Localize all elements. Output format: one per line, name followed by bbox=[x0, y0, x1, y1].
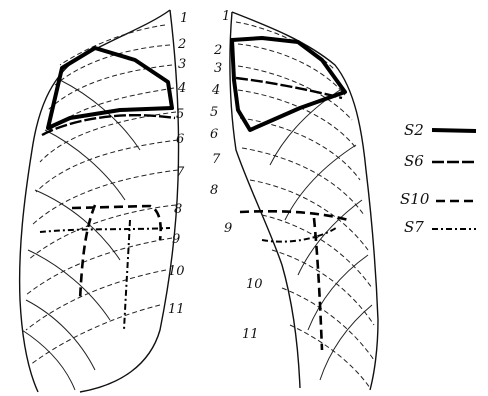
legend-item-s10: S10 bbox=[400, 190, 478, 208]
rib-number-right: 3 bbox=[214, 61, 222, 76]
rib-number-left: 3 bbox=[178, 57, 186, 72]
legend-item-s6: S6 bbox=[404, 152, 476, 170]
left-rib bbox=[32, 170, 178, 225]
legend-label-s6: S6 bbox=[404, 152, 424, 170]
rib-number-right: 8 bbox=[210, 183, 218, 198]
left-rib bbox=[40, 112, 176, 162]
right-s2-boundary bbox=[232, 38, 345, 130]
rib-number-right: 6 bbox=[210, 127, 218, 142]
left-lung: 1 2 3 4 5 6 7 8 9 10 11 bbox=[20, 10, 189, 392]
rib-number-right: 1 bbox=[222, 9, 230, 24]
right-s7-boundary bbox=[262, 228, 336, 242]
right-rib bbox=[242, 148, 364, 215]
legend: S2 S6 S10 S7 bbox=[400, 121, 478, 236]
rib-number-right: 9 bbox=[224, 221, 232, 236]
legend-swatch-s2 bbox=[432, 130, 476, 131]
legend-item-s2: S2 bbox=[404, 121, 476, 139]
rib-number-left: 8 bbox=[174, 202, 182, 217]
rib-number-right: 5 bbox=[210, 105, 218, 120]
rib-number-left: 5 bbox=[176, 107, 184, 122]
rib-number-left: 10 bbox=[168, 264, 185, 279]
rib-number-left: 11 bbox=[168, 302, 185, 317]
right-lung: 1 2 3 4 5 6 7 8 9 10 11 bbox=[210, 9, 378, 390]
right-rib bbox=[236, 22, 335, 70]
left-s10-boundary bbox=[72, 205, 161, 300]
right-s6-boundary bbox=[236, 78, 342, 98]
left-rib bbox=[26, 238, 172, 295]
left-rib bbox=[26, 300, 95, 370]
rib-number-left: 1 bbox=[180, 11, 188, 26]
legend-item-s7: S7 bbox=[404, 218, 476, 236]
legend-label-s2: S2 bbox=[404, 121, 424, 139]
legend-label-s10: S10 bbox=[400, 190, 430, 208]
right-rib bbox=[285, 145, 356, 220]
right-rib bbox=[320, 305, 372, 380]
right-lung-mediastinal-edge bbox=[230, 12, 300, 388]
left-rib bbox=[45, 130, 125, 200]
left-rib bbox=[35, 190, 120, 260]
rib-number-left: 6 bbox=[176, 132, 184, 147]
right-rib bbox=[298, 200, 362, 275]
left-rib bbox=[55, 45, 170, 85]
rib-number-left: 9 bbox=[172, 232, 180, 247]
left-lung-mediastinal-edge bbox=[80, 10, 179, 392]
rib-number-right: 2 bbox=[213, 43, 222, 58]
legend-label-s7: S7 bbox=[404, 218, 424, 236]
rib-number-left: 4 bbox=[177, 81, 186, 96]
rib-number-left: 2 bbox=[177, 37, 186, 52]
right-rib-numbers: 1 2 3 4 5 6 7 8 9 10 11 bbox=[210, 9, 263, 342]
rib-number-right: 10 bbox=[246, 277, 263, 292]
rib-number-left: 7 bbox=[176, 165, 185, 180]
right-rib bbox=[238, 90, 356, 148]
rib-number-right: 11 bbox=[242, 327, 259, 342]
left-rib bbox=[26, 270, 166, 330]
rib-number-right: 7 bbox=[212, 152, 221, 167]
left-rib bbox=[28, 205, 176, 260]
rib-number-right: 4 bbox=[211, 83, 220, 98]
right-rib bbox=[282, 288, 374, 360]
left-rib bbox=[22, 330, 75, 390]
left-rib bbox=[30, 305, 160, 365]
